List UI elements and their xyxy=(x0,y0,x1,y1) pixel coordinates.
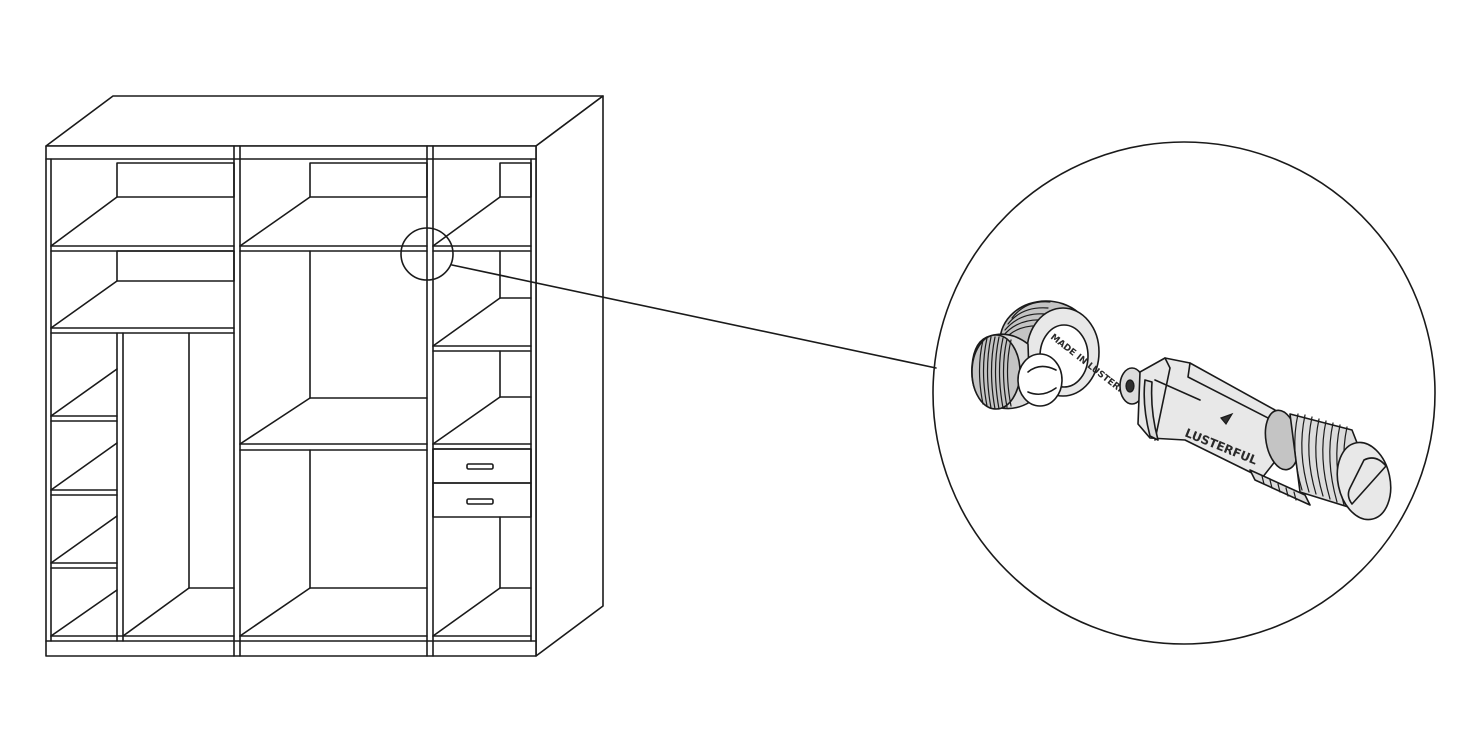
callout-magnified-circle xyxy=(932,141,1436,645)
connector-bolt: LUSTERFUL xyxy=(1119,357,1392,521)
cam-fittings: MADE IN LUSTERFUL LUSTERFUL xyxy=(971,300,1392,521)
wardrobe-front-frame xyxy=(45,145,537,657)
callout-small-circle xyxy=(400,227,454,281)
middle-section xyxy=(239,162,428,637)
detail-callout xyxy=(400,141,1436,645)
drawer-bottom xyxy=(432,482,532,518)
wardrobe-right-side xyxy=(535,95,604,657)
right-section xyxy=(432,162,532,637)
drawers xyxy=(432,448,532,518)
divider-panels xyxy=(233,145,434,657)
barrel-nut: MADE IN LUSTERFUL xyxy=(971,300,1137,410)
drawer-handle-top xyxy=(466,463,494,470)
left-section xyxy=(50,162,235,642)
callout-leader-line xyxy=(451,264,937,369)
wardrobe-top xyxy=(45,95,604,147)
drawer-handle-bottom xyxy=(466,498,494,505)
wardrobe-drawing xyxy=(45,95,604,657)
